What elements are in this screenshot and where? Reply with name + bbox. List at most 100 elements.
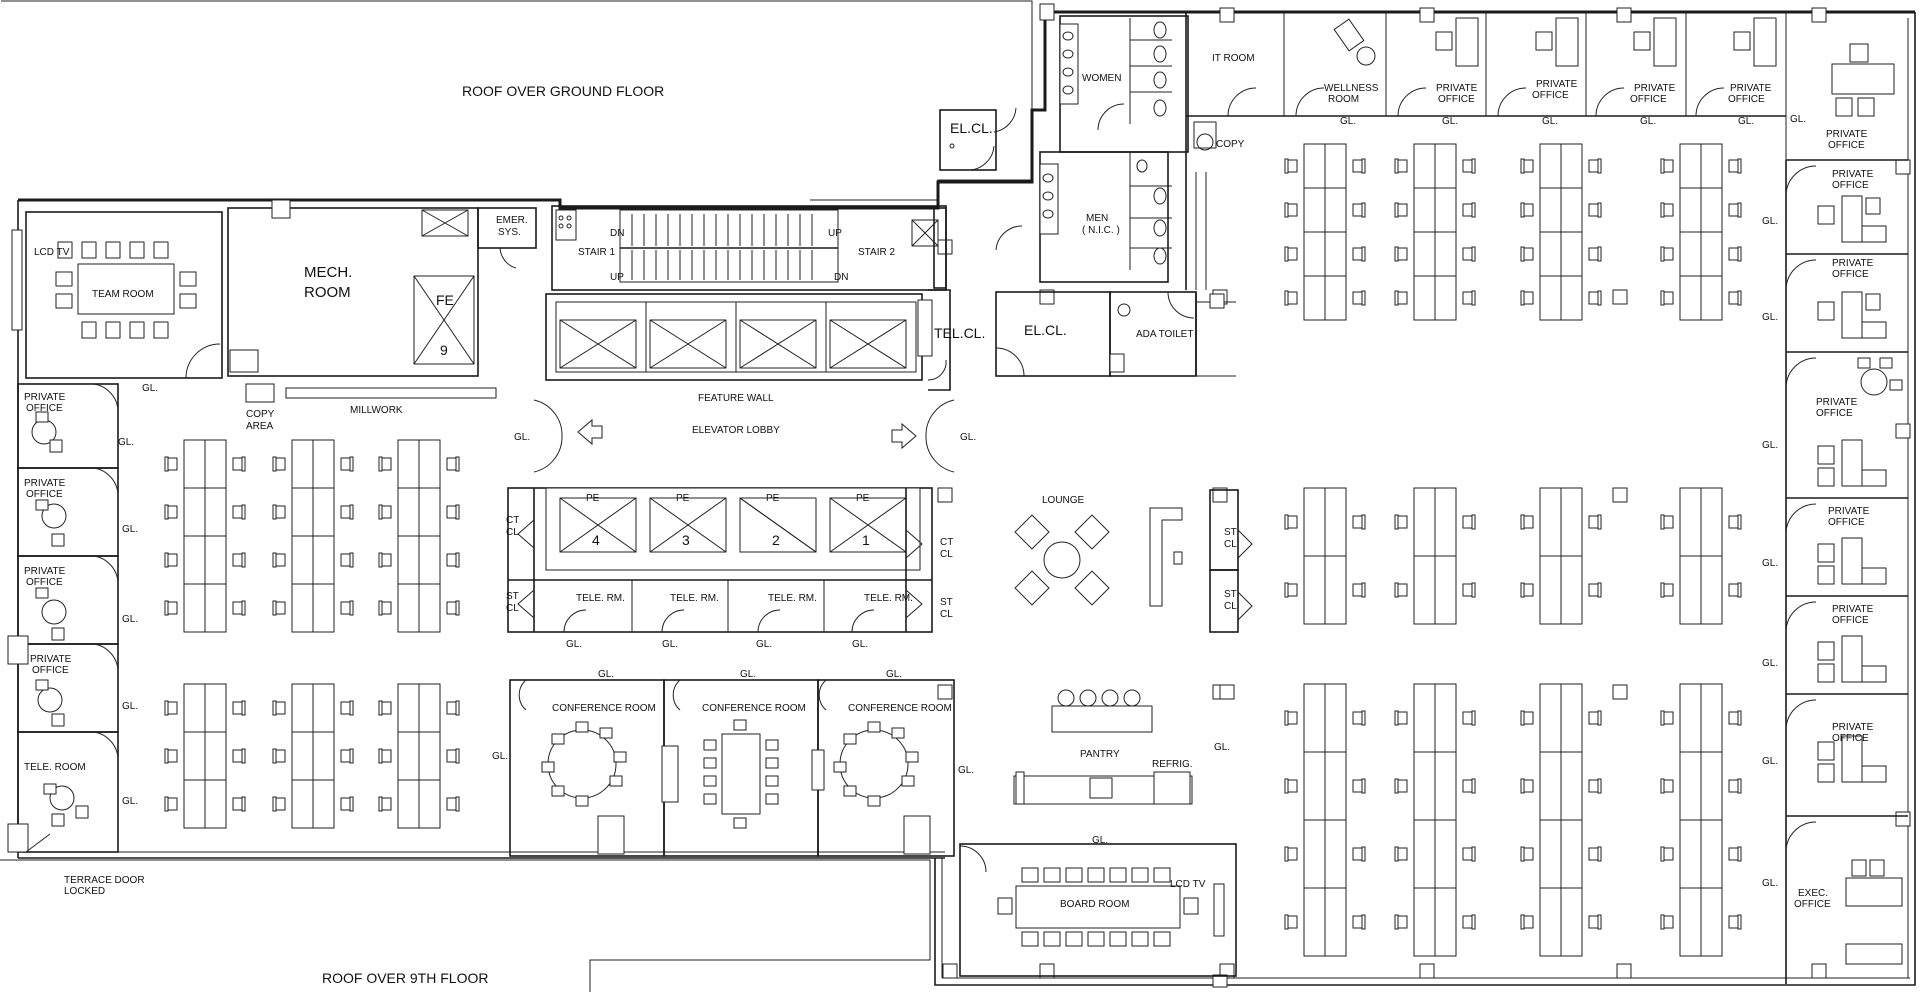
chair bbox=[1352, 582, 1366, 598]
board-chair bbox=[1065, 867, 1083, 883]
conference-room-label: CONFERENCE ROOM bbox=[848, 703, 952, 714]
stair-2-label: STAIR 2 bbox=[858, 247, 895, 258]
chair-back bbox=[1284, 158, 1289, 174]
st-cl-center-1b: CL bbox=[1224, 539, 1237, 550]
chair-seat bbox=[167, 797, 178, 811]
board-chair bbox=[1043, 931, 1061, 947]
chair-seat bbox=[446, 505, 457, 519]
chair-seat bbox=[340, 797, 351, 811]
chair bbox=[1284, 914, 1298, 930]
labels: ROOF OVER GROUND FLOOR ROOF OVER 9TH FLO… bbox=[24, 53, 1874, 986]
conference-room-label: CONFERENCE ROOM bbox=[702, 703, 806, 714]
tele-rm-label: TELE. RM. bbox=[576, 593, 625, 604]
chair-seat bbox=[1397, 515, 1408, 529]
chair bbox=[378, 748, 392, 764]
chair-back bbox=[272, 552, 277, 568]
chair bbox=[164, 796, 178, 812]
chair bbox=[1588, 914, 1602, 930]
chair-back bbox=[378, 796, 383, 812]
gl-label: GL. bbox=[886, 669, 902, 680]
chair-back bbox=[272, 748, 277, 764]
wellness-room-label: WELLNESS bbox=[1324, 83, 1379, 94]
chair-back bbox=[1394, 914, 1399, 930]
chair-back bbox=[455, 456, 460, 472]
top-office-label-2: OFFICE bbox=[1532, 90, 1569, 101]
chair-seat bbox=[1462, 915, 1473, 929]
chair-back bbox=[378, 748, 383, 764]
chair-seat bbox=[232, 505, 243, 519]
chair-seat bbox=[446, 553, 457, 567]
chair-seat bbox=[1588, 583, 1599, 597]
lobby-arrows bbox=[533, 399, 955, 473]
chair-seat bbox=[1397, 847, 1408, 861]
chair-back bbox=[1660, 158, 1665, 174]
gl-label: GL. bbox=[118, 437, 134, 448]
chair bbox=[1660, 202, 1674, 218]
workstation-cluster bbox=[1394, 487, 1476, 625]
st-cl-center-2: ST bbox=[1224, 589, 1237, 600]
mech-room-label: MECH. bbox=[304, 264, 352, 281]
chair-back bbox=[1597, 158, 1602, 174]
chair-seat bbox=[340, 457, 351, 471]
chair-back bbox=[1520, 778, 1525, 794]
chair-back bbox=[1520, 158, 1525, 174]
chair bbox=[232, 504, 246, 520]
terrace-door-label: TERRACE DOOR bbox=[64, 875, 145, 886]
chair-seat bbox=[1663, 779, 1674, 793]
gl-label: GL. bbox=[1738, 116, 1754, 127]
restrooms bbox=[939, 15, 1189, 283]
chair-back bbox=[241, 456, 246, 472]
chair bbox=[1394, 710, 1408, 726]
gl-label: GL. bbox=[852, 639, 868, 650]
chair bbox=[1520, 710, 1534, 726]
pantry-label: PANTRY bbox=[1080, 749, 1120, 760]
chair-back bbox=[1660, 778, 1665, 794]
chair-back bbox=[1471, 290, 1476, 306]
chair bbox=[1462, 514, 1476, 530]
workstation-cluster bbox=[1660, 683, 1742, 957]
st-cl-center-1: ST bbox=[1224, 527, 1237, 538]
chair-seat bbox=[1663, 291, 1674, 305]
chair bbox=[1660, 158, 1674, 174]
stairs bbox=[551, 205, 947, 291]
men-label: MEN bbox=[1086, 213, 1108, 224]
chair-seat bbox=[1728, 159, 1739, 173]
chair-back bbox=[455, 552, 460, 568]
chair bbox=[1520, 514, 1534, 530]
workstation-cluster bbox=[272, 439, 354, 633]
ada-toilet-label: ADA TOILET bbox=[1136, 329, 1193, 340]
chair bbox=[232, 700, 246, 716]
chair-back bbox=[1394, 290, 1399, 306]
chair-seat bbox=[232, 797, 243, 811]
chair bbox=[1660, 290, 1674, 306]
chair-seat bbox=[381, 797, 392, 811]
chair-seat bbox=[1663, 247, 1674, 261]
gl-label: GL. bbox=[1762, 756, 1778, 767]
chair-seat bbox=[381, 553, 392, 567]
chair-back bbox=[378, 552, 383, 568]
chair-back bbox=[1471, 582, 1476, 598]
chair-back bbox=[1361, 158, 1366, 174]
chair-seat bbox=[167, 749, 178, 763]
chair-back bbox=[1471, 778, 1476, 794]
chair-seat bbox=[446, 701, 457, 715]
chair-seat bbox=[1287, 291, 1298, 305]
right-office-label-2: OFFICE bbox=[1832, 180, 1869, 191]
top-office-label-2: OFFICE bbox=[1438, 94, 1475, 105]
chair-back bbox=[1471, 846, 1476, 862]
core-closets bbox=[995, 291, 1236, 377]
chair bbox=[1588, 158, 1602, 174]
chair bbox=[1660, 246, 1674, 262]
chair-seat bbox=[340, 749, 351, 763]
chair-seat bbox=[275, 797, 286, 811]
top-office-label: PRIVATE bbox=[1436, 83, 1478, 94]
chair-seat bbox=[1462, 159, 1473, 173]
chair-back bbox=[272, 504, 277, 520]
chair-back bbox=[241, 700, 246, 716]
workstation-cluster bbox=[1520, 683, 1602, 957]
emer-sys-label-2: SYS. bbox=[498, 227, 521, 238]
chair-seat bbox=[381, 701, 392, 715]
chair-back bbox=[241, 504, 246, 520]
top-office-label-2: OFFICE bbox=[1630, 94, 1667, 105]
